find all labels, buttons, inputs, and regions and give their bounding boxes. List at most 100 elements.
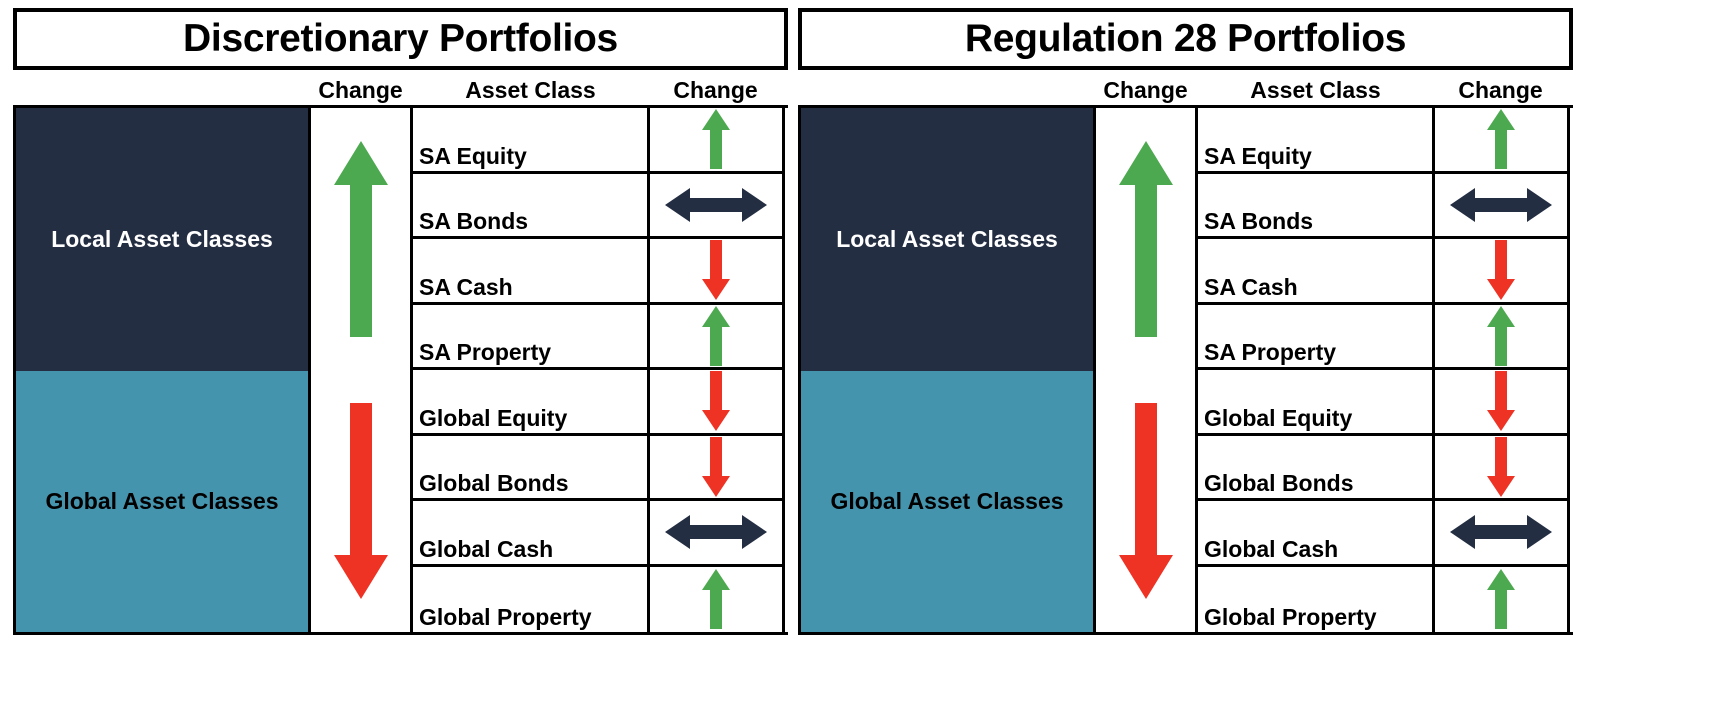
- group-block-global: Global Asset Classes: [801, 370, 1093, 632]
- arrow-down-icon: [1486, 239, 1516, 301]
- table-row: SA Cash: [413, 239, 785, 305]
- table-row: SA Bonds: [413, 173, 785, 239]
- asset-class-label: Global Equity: [1204, 404, 1353, 431]
- arrow-up-icon: [1486, 305, 1516, 367]
- table-row: Global Property: [1198, 566, 1570, 632]
- asset-class-label: SA Bonds: [1204, 208, 1314, 234]
- portfolio-grid: Local Asset Classes Global Asset Classes: [13, 105, 788, 635]
- arrow-down-icon: [1117, 401, 1175, 601]
- column-header-row: Change Asset Class Change: [798, 70, 1573, 105]
- group-change-column: [308, 108, 413, 632]
- portfolio-grid: Local Asset Classes Global Asset Classes: [798, 105, 1573, 635]
- row-change-cell: [650, 173, 785, 236]
- asset-class-cell: Global Cash: [1198, 501, 1435, 564]
- arrow-left-right-icon: [664, 185, 768, 225]
- table-row: SA Equity: [413, 108, 785, 174]
- arrow-left-right-icon: [664, 512, 768, 552]
- table-row: Global Equity: [413, 370, 785, 436]
- group-label-local: Local Asset Classes: [836, 225, 1058, 252]
- arrow-down-icon: [701, 436, 731, 498]
- row-change-cell: [1435, 501, 1570, 564]
- asset-class-label: SA Equity: [1204, 142, 1312, 169]
- row-change-cell: [1435, 435, 1570, 498]
- group-change-column: [1093, 108, 1198, 632]
- row-change-cell: [1435, 304, 1570, 367]
- table-row: SA Cash: [1198, 239, 1570, 305]
- table-row: Global Bonds: [413, 435, 785, 501]
- arrow-up-icon: [332, 139, 390, 339]
- row-change-cell: [650, 435, 785, 498]
- group-change-local: [311, 108, 410, 371]
- group-label-local: Local Asset Classes: [51, 225, 273, 252]
- row-change-cell: [650, 239, 785, 302]
- row-change-cell: [650, 108, 785, 171]
- group-change-global: [311, 371, 410, 633]
- table-row: Global Cash: [1198, 501, 1570, 567]
- arrow-up-icon: [701, 108, 731, 170]
- table-row: SA Bonds: [1198, 173, 1570, 239]
- asset-class-label: SA Cash: [419, 273, 513, 300]
- table-row: SA Property: [1198, 304, 1570, 370]
- asset-class-cell: Global Cash: [413, 501, 650, 564]
- page-title: Discretionary Portfolios: [183, 17, 618, 60]
- asset-class-cell: Global Equity: [1198, 370, 1435, 433]
- group-block-local: Local Asset Classes: [801, 108, 1093, 371]
- asset-class-cell: SA Bonds: [413, 173, 650, 236]
- asset-class-cell: Global Property: [413, 566, 650, 632]
- row-change-cell: [650, 304, 785, 367]
- row-change-cell: [1435, 108, 1570, 171]
- asset-rows-column: SA Equity SA Bonds: [413, 108, 785, 632]
- column-header-asset-class: Asset Class: [465, 77, 596, 103]
- arrow-up-icon: [1486, 568, 1516, 630]
- asset-class-cell: SA Property: [1198, 304, 1435, 367]
- arrow-down-icon: [1486, 436, 1516, 498]
- column-header-group-change: Change: [1103, 77, 1188, 103]
- arrow-left-right-icon: [1449, 512, 1553, 552]
- table-row: Global Cash: [413, 501, 785, 567]
- column-header-group-change: Change: [318, 77, 403, 103]
- asset-class-label: SA Property: [419, 339, 552, 365]
- panel-regulation-28: Regulation 28 Portfolios Change Asset Cl…: [798, 8, 1573, 722]
- row-change-cell: [650, 566, 785, 632]
- row-change-cell: [650, 501, 785, 564]
- group-change-local: [1096, 108, 1195, 371]
- panel-discretionary: Discretionary Portfolios Change Asset Cl…: [13, 8, 788, 722]
- column-header-asset-class: Asset Class: [1250, 77, 1381, 103]
- asset-class-cell: Global Bonds: [413, 435, 650, 498]
- row-change-cell: [1435, 239, 1570, 302]
- column-header-row-change: Change: [1458, 77, 1543, 103]
- asset-class-label: SA Property: [1204, 339, 1337, 365]
- asset-class-label: SA Bonds: [419, 208, 529, 234]
- row-change-cell: [1435, 370, 1570, 433]
- asset-class-cell: SA Cash: [413, 239, 650, 302]
- arrow-up-icon: [1117, 139, 1175, 339]
- table-row: Global Equity: [1198, 370, 1570, 436]
- asset-class-cell: SA Equity: [413, 108, 650, 171]
- asset-class-label: Global Property: [419, 603, 592, 630]
- panel-title-box: Discretionary Portfolios: [13, 8, 788, 70]
- arrow-up-icon: [1486, 108, 1516, 170]
- asset-class-cell: Global Property: [1198, 566, 1435, 632]
- asset-class-cell: SA Property: [413, 304, 650, 367]
- group-block-global: Global Asset Classes: [16, 370, 308, 632]
- group-block-local: Local Asset Classes: [16, 108, 308, 371]
- group-label-global: Global Asset Classes: [45, 487, 279, 514]
- asset-class-label: Global Equity: [419, 404, 568, 431]
- group-label-column: Local Asset Classes Global Asset Classes: [13, 108, 308, 632]
- asset-class-label: SA Cash: [1204, 273, 1298, 300]
- asset-class-cell: Global Equity: [413, 370, 650, 433]
- asset-rows-column: SA Equity SA Bonds: [1198, 108, 1570, 632]
- arrow-down-icon: [332, 401, 390, 601]
- arrow-left-right-icon: [1449, 185, 1553, 225]
- table-row: SA Property: [413, 304, 785, 370]
- asset-class-cell: SA Bonds: [1198, 173, 1435, 236]
- group-change-global: [1096, 371, 1195, 633]
- asset-class-label: Global Property: [1204, 603, 1377, 630]
- table-row: Global Bonds: [1198, 435, 1570, 501]
- arrow-up-icon: [701, 305, 731, 367]
- asset-class-label: Global Cash: [1204, 535, 1339, 562]
- column-header-row-change: Change: [673, 77, 758, 103]
- asset-class-label: Global Cash: [419, 535, 554, 562]
- arrow-up-icon: [701, 568, 731, 630]
